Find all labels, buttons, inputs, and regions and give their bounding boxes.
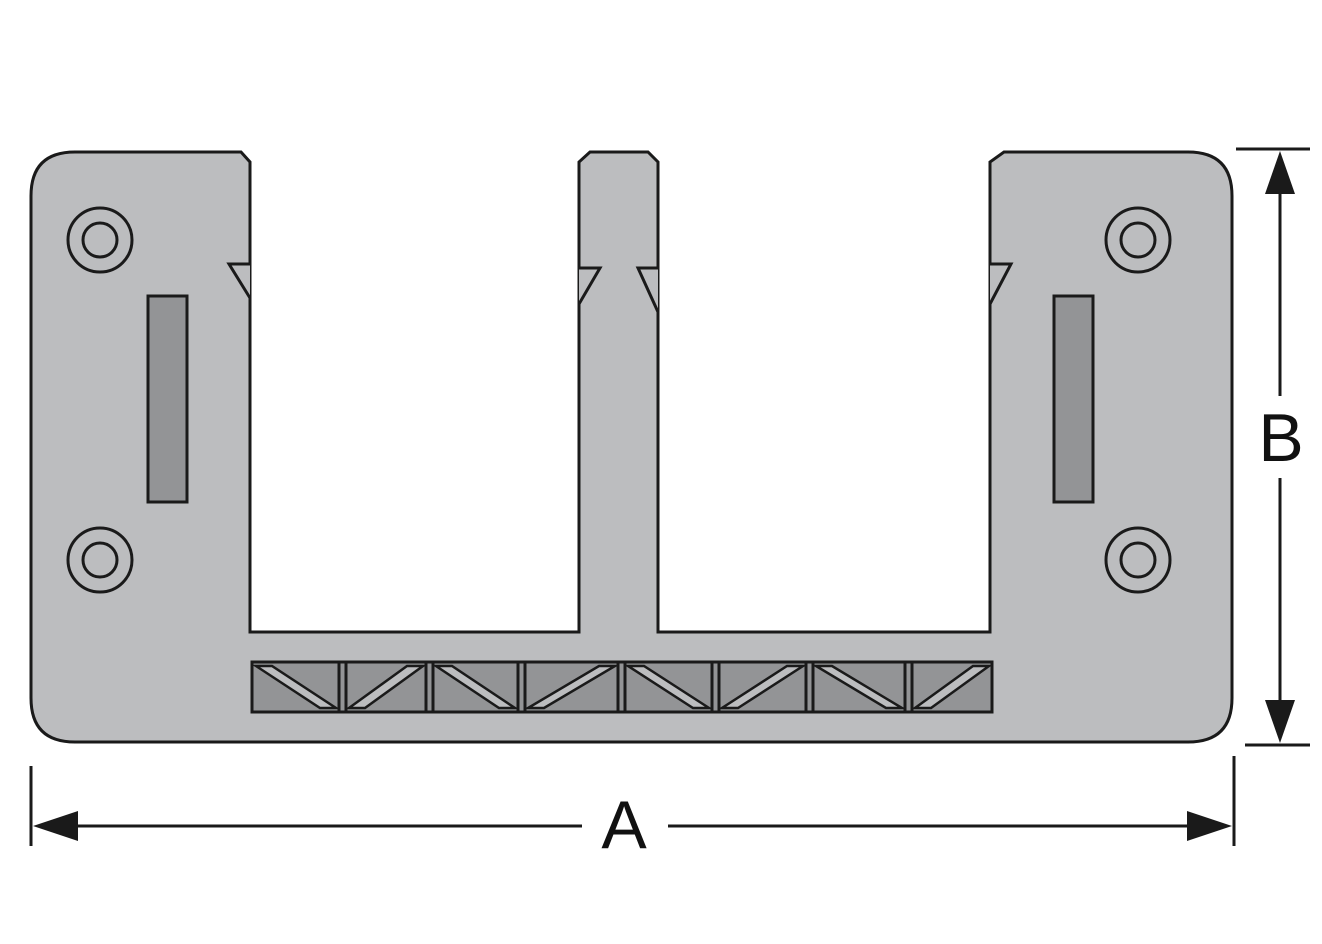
mounting-hole-top-left [66,206,134,274]
mounting-hole-top-right [1104,206,1172,274]
mounting-hole-bottom-left [66,526,134,594]
dimension-b: B [1236,147,1310,747]
latch-notch-right-outer [988,262,1014,305]
reinforcement-rib-strip [250,660,994,714]
dimension-a: A [29,756,1236,863]
rib-dividers [337,662,914,712]
arrowhead-top [1265,151,1295,194]
arrowhead-left [33,811,78,841]
mounting-slot-right [1052,294,1095,504]
latch-notch-left-outer [226,262,252,299]
mounting-hole-bottom-right [1104,526,1172,594]
dimension-label-b: B [1258,400,1303,476]
arrowhead-right [1187,811,1232,841]
latch-notch-center-right [635,266,660,313]
bracket-part [29,150,1234,744]
rib-diagonals [251,664,993,710]
arrowhead-bottom [1265,700,1295,743]
latch-notch-center-left [577,266,603,305]
mounting-slot-left [146,294,189,504]
dimension-label-a: A [601,787,647,863]
bracket-outline [29,150,1234,744]
